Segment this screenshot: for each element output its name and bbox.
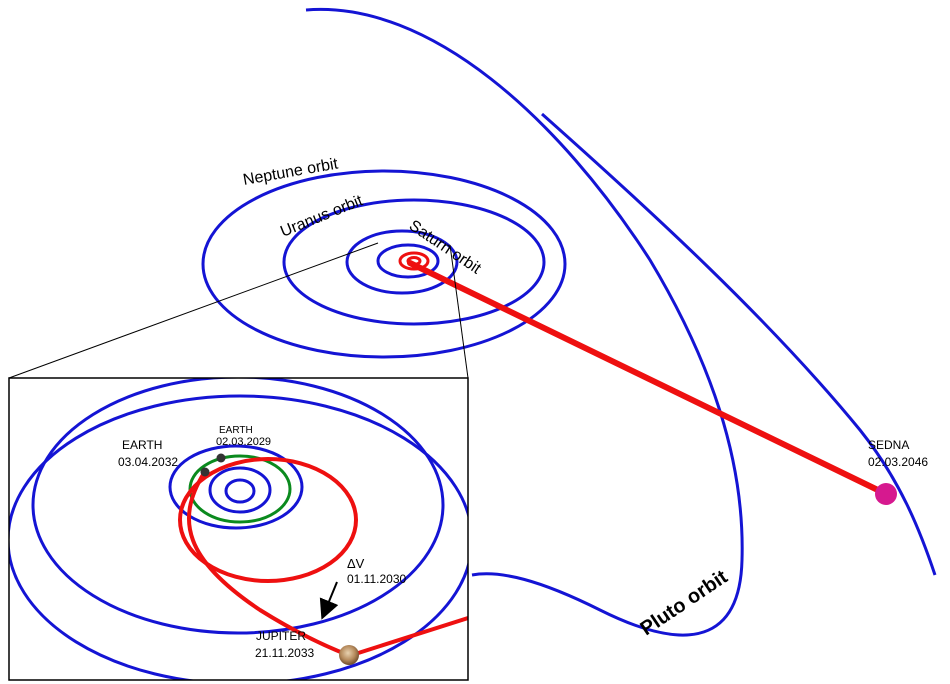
jupiter-marker [339,645,359,665]
inset-panel: EARTH 03.04.2032 EARTH 02.03.2029 ΔV 01.… [8,377,469,681]
inset-transfer-orbit-2 [187,471,349,657]
earth-2029-marker [216,453,226,463]
pluto-orbit-label: Pluto orbit [636,566,731,640]
inset-outer-orbit [9,394,468,680]
earth-2029-date: 02.03.2029 [216,436,271,448]
earth-2032-marker [200,467,210,477]
jupiter-name: JUPITER [256,629,306,643]
delta-v-arrow [319,581,339,620]
outer-orbits [201,7,937,637]
earth-2029-name: EARTH [219,425,253,436]
sedna-marker [875,483,897,505]
delta-v-symbol: ΔV [347,556,365,571]
earth-2032-date: 03.04.2032 [118,455,178,469]
earth-2032-name: EARTH [122,438,162,452]
pluto-orbit [305,7,744,637]
uranus-orbit-label: Uranus orbit [278,192,366,241]
zoom-lines [8,242,469,379]
saturn-orbit [345,229,459,295]
inset-mars-orbit [168,444,304,530]
inset-departure-trajectory [351,616,468,657]
inset-mercury-orbit [224,478,256,504]
sedna-name: SEDNA [868,438,909,452]
neptune-orbit [201,169,567,359]
jupiter-orbit-main [376,243,440,279]
inset-transfer-orbit-1 [178,457,358,583]
inset-mid-orbit [31,378,445,635]
sedna-date: 02.03.2046 [868,455,928,469]
inset-venus-orbit [208,466,272,514]
trajectory-to-sedna [407,260,887,496]
uranus-orbit [282,198,546,326]
inset-frame [8,377,469,681]
delta-v-date: 01.11.2030 [347,572,406,586]
sedna-orbit [541,112,937,576]
jupiter-date: 21.11.2033 [255,646,314,660]
